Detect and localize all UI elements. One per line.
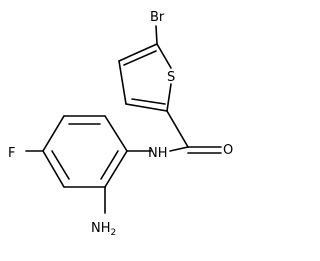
bond-ring-6 (104, 150, 128, 188)
sulfur-label: S (167, 70, 175, 85)
bond-c3-c2 (125, 103, 168, 112)
bond-ring-6-inner (100, 150, 119, 180)
bond-c3-c2-inner (131, 98, 166, 105)
amino-nitrogen-label: NH (91, 221, 111, 236)
bond-ring-1 (104, 115, 128, 152)
amide-nitrogen-label: NH (148, 146, 168, 161)
bond-s-c5 (156, 43, 172, 69)
bond-br-c5 (155, 25, 158, 45)
oxygen-label: O (223, 143, 233, 158)
bond-ring-4-inner (51, 150, 70, 180)
bond-c4-c3 (118, 60, 127, 105)
bond-c5-c4 (118, 43, 158, 62)
bond-ring-4 (42, 150, 65, 188)
bond-c2-carbonyl (166, 110, 189, 148)
bond-carbonyl-n (169, 146, 189, 152)
fluorine-label: F (8, 146, 15, 161)
bond-ring-3 (42, 115, 65, 152)
bond-c5-c4-inner (123, 50, 157, 66)
bond-c2-s (166, 83, 172, 112)
amino-group-label: NH2 (91, 221, 116, 238)
structure-diagram: Br S O NH F NH2 (8, 10, 233, 238)
amino-subscript-label: 2 (111, 228, 117, 238)
bromine-label: Br (150, 10, 165, 25)
molecule-canvas: Br S O NH F NH2 (8, 10, 233, 238)
